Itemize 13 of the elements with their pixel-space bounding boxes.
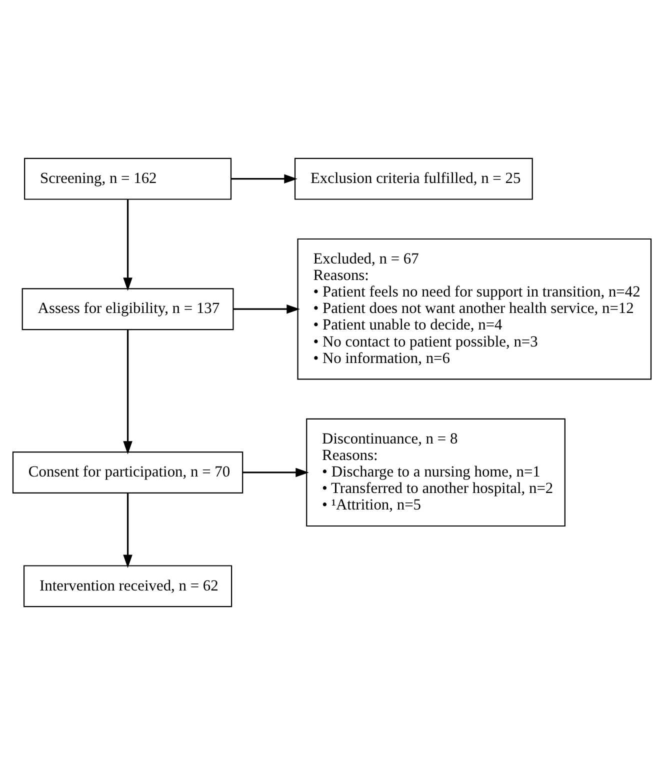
node-box: Excluded, n = 67 Reasons: • Patient feels no need for support in transition, n=42 • Patient does not want another health service, n=12 • Patient unable to decide, n=4 • No contact to patient possible, n=3 • No information, n=6: [297, 238, 652, 380]
node-box: Exclusion criteria fulfilled, n = 25: [294, 157, 533, 200]
node-box: Consent for participation, n = 70: [12, 451, 244, 493]
node-box: Screening, n = 162: [24, 157, 232, 200]
arrow: [123, 198, 132, 290]
arrow: [123, 329, 132, 454]
arrow: [233, 304, 300, 314]
node-box: Assess for eligibility, n = 137: [22, 288, 234, 330]
arrow: [231, 174, 298, 183]
arrow: [123, 492, 132, 568]
node-box: Discontinuance, n = 8 Reasons: • Discharge to a nursing home, n=1 • Transferred to another hospital, n=2 • ¹Attrition, n=5: [306, 418, 566, 526]
arrow: [242, 467, 309, 477]
node-box: Intervention received, n = 62: [23, 564, 232, 607]
